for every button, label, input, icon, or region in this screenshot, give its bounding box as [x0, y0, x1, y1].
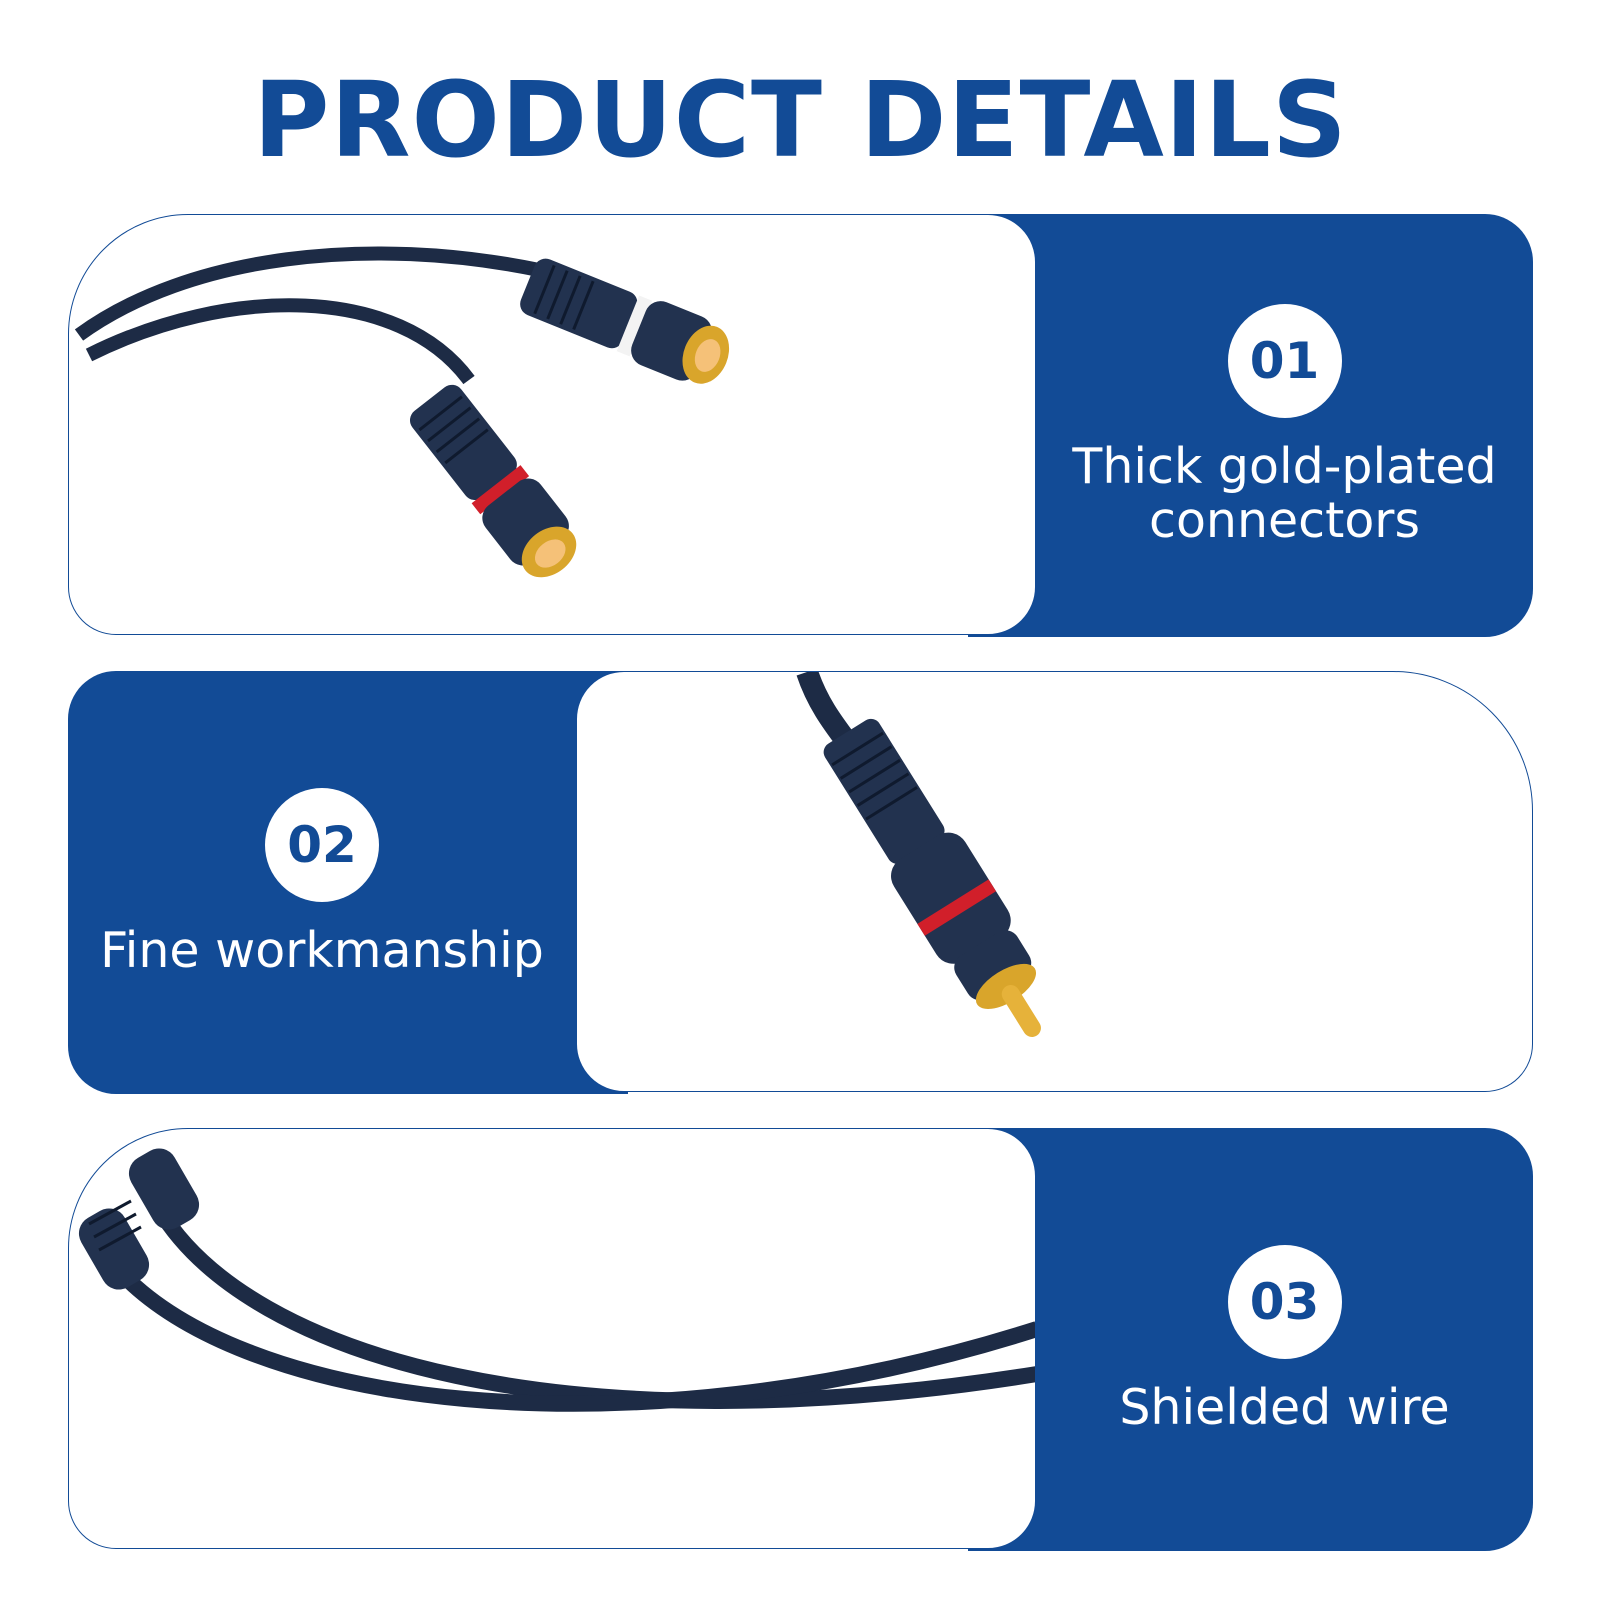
page-title: PRODUCT DETAILS — [253, 59, 1348, 181]
feature-label: Fine workmanship — [100, 921, 544, 979]
feature-number-badge: 01 — [1227, 303, 1342, 418]
feature-label: Shielded wire — [1119, 1378, 1450, 1436]
feature-text-3: 03 Shielded wire — [1036, 1128, 1533, 1551]
female-rca-connectors-photo — [68, 214, 1036, 635]
shielded-cable-photo — [68, 1128, 1036, 1549]
feature-text-1: 01 Thick gold-plated connectors — [1036, 214, 1533, 637]
feature-card-2: 02 Fine workmanship — [68, 671, 1533, 1094]
male-rca-plug-photo — [576, 671, 1533, 1092]
feature-panel-1 — [968, 214, 1533, 637]
feature-text-2: 02 Fine workmanship — [68, 671, 576, 1094]
feature-card-3: 03 Shielded wire — [68, 1128, 1533, 1551]
feature-label: Thick gold-plated connectors — [1072, 437, 1497, 549]
feature-card-1: 01 Thick gold-plated connectors — [68, 214, 1533, 637]
feature-number-badge: 03 — [1227, 1244, 1342, 1359]
feature-number-badge: 02 — [265, 787, 379, 902]
